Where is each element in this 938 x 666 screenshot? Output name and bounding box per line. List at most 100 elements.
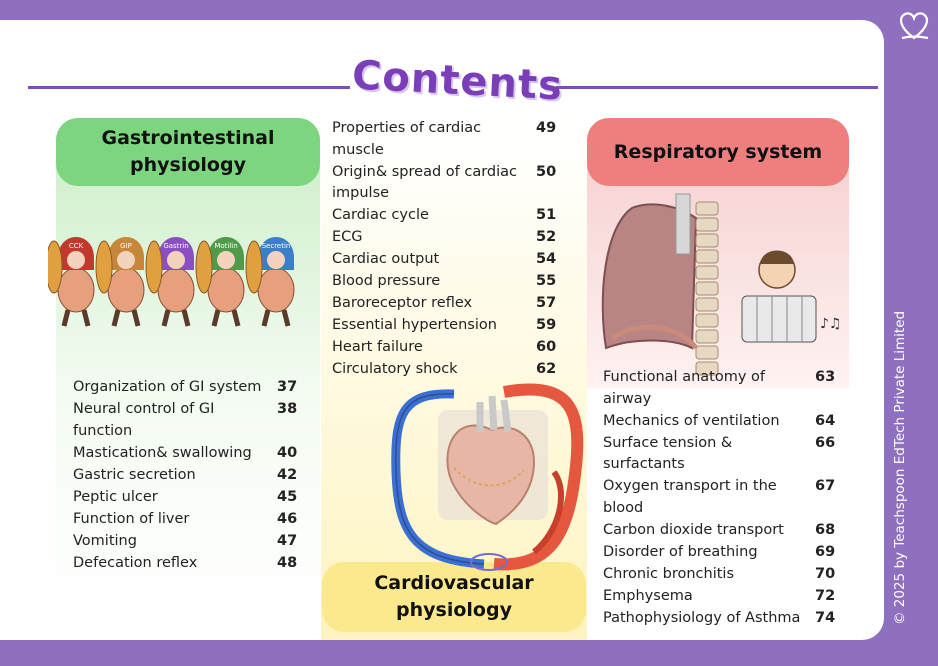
contents-item-page: 48 [277, 554, 298, 571]
contents-item[interactable]: Cardiac cycle 51 [332, 205, 562, 227]
contents-item-page: 42 [277, 466, 298, 483]
gi-column-bg [56, 138, 320, 608]
hearts-logo-icon [899, 12, 929, 40]
title-rule-right [556, 86, 878, 89]
contents-item[interactable]: Mastication& swallowing 40 [73, 443, 303, 465]
contents-item[interactable]: ECG 52 [332, 227, 562, 249]
contents-item[interactable]: Emphysema 72 [603, 586, 839, 608]
character-label: GIP [120, 242, 132, 250]
contents-item-page: 45 [277, 488, 298, 505]
contents-item-page: 40 [277, 444, 298, 461]
gi-header: Gastrointestinal physiology [56, 118, 320, 186]
contents-item-title: Circulatory shock [332, 361, 458, 377]
contents-item[interactable]: Carbon dioxide transport 68 [603, 520, 839, 542]
heart-circulation-illustration [391, 383, 584, 571]
contents-item[interactable]: Essential hypertension 59 [332, 315, 562, 337]
contents-item-title: Organization of GI system [73, 379, 262, 395]
contents-item[interactable]: Mechanics of ventilation 64 [603, 411, 839, 433]
contents-item[interactable]: Function of liver 46 [73, 509, 303, 531]
contents-item-page: 38 [277, 401, 298, 417]
contents-item-page: 51 [536, 207, 557, 223]
contents-item-page: 74 [815, 609, 836, 626]
contents-item-title: Blood pressure [332, 273, 441, 289]
contents-item[interactable]: Organization of GI system 37 [73, 377, 303, 399]
lung-accordion-illustration: ♪♫ [601, 193, 842, 376]
contents-page: Contents Gastrointestinal physiology CCK… [0, 20, 884, 640]
contents-item[interactable]: Vomiting 47 [73, 531, 303, 553]
contents-item-page: 52 [536, 229, 557, 245]
contents-item-title: Carbon dioxide transport [603, 521, 784, 538]
contents-item[interactable]: Cardiac output 54 [332, 249, 562, 271]
contents-item-page: 70 [815, 565, 836, 582]
contents-item-page: 69 [815, 543, 836, 560]
contents-item[interactable]: Peptic ulcer 45 [73, 487, 303, 509]
contents-item-title: Properties of cardiac muscle [332, 120, 482, 158]
contents-item[interactable]: Blood pressure 55 [332, 271, 562, 293]
contents-item[interactable]: Defecation reflex 48 [73, 553, 303, 575]
contents-item-page: 59 [536, 317, 557, 333]
contents-item[interactable]: Heart failure 60 [332, 337, 562, 359]
contents-item[interactable]: Origin& spread of cardiac impulse 50 [332, 162, 562, 205]
cardio-header: Cardiovascular physiology [322, 562, 586, 632]
contents-item-title: Surface tension & surfactants [603, 434, 733, 473]
character-label: Gastrin [163, 242, 188, 250]
contents-item[interactable]: Properties of cardiac muscle 49 [332, 118, 562, 161]
contents-item[interactable]: Surface tension & surfactants 66 [603, 433, 839, 476]
copyright-text: © 2025 by Teachspoon EdTech Private Limi… [892, 310, 908, 625]
contents-item-title: Peptic ulcer [73, 488, 158, 505]
contents-item[interactable]: Circulatory shock 62 [332, 359, 562, 381]
title-rule-left [28, 86, 350, 89]
contents-item-title: Neural control of GI function [73, 401, 215, 439]
contents-item-page: 55 [536, 273, 557, 289]
contents-item-page: 46 [277, 510, 298, 527]
contents-item-title: Pathophysiology of Asthma [603, 609, 801, 626]
contents-item-page: 50 [536, 163, 557, 180]
contents-item-page: 47 [277, 532, 298, 549]
contents-item-page: 67 [815, 478, 836, 494]
character-label: CCK [69, 242, 84, 250]
contents-item-title: Vomiting [73, 532, 137, 549]
resp-header: Respiratory system [587, 118, 849, 186]
contents-item-page: 66 [815, 434, 836, 451]
contents-item-page: 60 [536, 339, 557, 355]
contents-item-title: ECG [332, 229, 363, 245]
contents-item-title: Origin& spread of cardiac impulse [332, 163, 518, 202]
contents-item-title: Mastication& swallowing [73, 444, 252, 461]
contents-item-page: 63 [815, 369, 836, 385]
contents-item-page: 62 [536, 361, 557, 377]
contents-item-page: 68 [815, 521, 836, 538]
character-label: Secretin [262, 242, 291, 250]
contents-item-title: Gastric secretion [73, 466, 196, 483]
contents-item-page: 64 [815, 412, 836, 429]
contents-item-title: Heart failure [332, 339, 423, 355]
contents-item-title: Oxygen transport in the blood [603, 478, 777, 516]
contents-item[interactable]: Pathophysiology of Asthma 74 [603, 608, 839, 630]
contents-item-title: Mechanics of ventilation [603, 412, 780, 429]
contents-item[interactable]: Functional anatomy of airway 63 [603, 367, 839, 410]
contents-item-page: 72 [815, 587, 836, 604]
contents-item[interactable]: Oxygen transport in the blood 67 [603, 476, 839, 519]
contents-item-title: Function of liver [73, 510, 190, 527]
contents-item-title: Disorder of breathing [603, 543, 758, 560]
svg-text:♪♫: ♪♫ [820, 316, 842, 332]
gi-hormone-warriors-illustration: CCK GIP Gastrin Motilin Secretin [48, 237, 295, 327]
contents-item-title: Cardiac output [332, 251, 440, 267]
page-title: Contents [350, 52, 565, 110]
contents-item-title: Defecation reflex [73, 554, 198, 571]
contents-item[interactable]: Disorder of breathing 69 [603, 542, 839, 564]
contents-item-page: 54 [536, 251, 557, 267]
contents-item-title: Emphysema [603, 587, 693, 604]
contents-item-page: 37 [277, 379, 298, 395]
contents-item-title: Baroreceptor reflex [332, 295, 473, 311]
contents-item[interactable]: Chronic bronchitis 70 [603, 564, 839, 586]
contents-item[interactable]: Neural control of GI function 38 [73, 399, 303, 442]
contents-item-page: 57 [536, 295, 557, 311]
contents-item-page: 49 [536, 120, 557, 136]
contents-item-title: Functional anatomy of airway [603, 369, 766, 407]
contents-item[interactable]: Baroreceptor reflex 57 [332, 293, 562, 315]
contents-item[interactable]: Gastric secretion 42 [73, 465, 303, 487]
contents-item-title: Essential hypertension [332, 317, 497, 333]
contents-item-title: Cardiac cycle [332, 207, 429, 223]
character-label: Motilin [214, 242, 237, 250]
contents-item-title: Chronic bronchitis [603, 565, 734, 582]
